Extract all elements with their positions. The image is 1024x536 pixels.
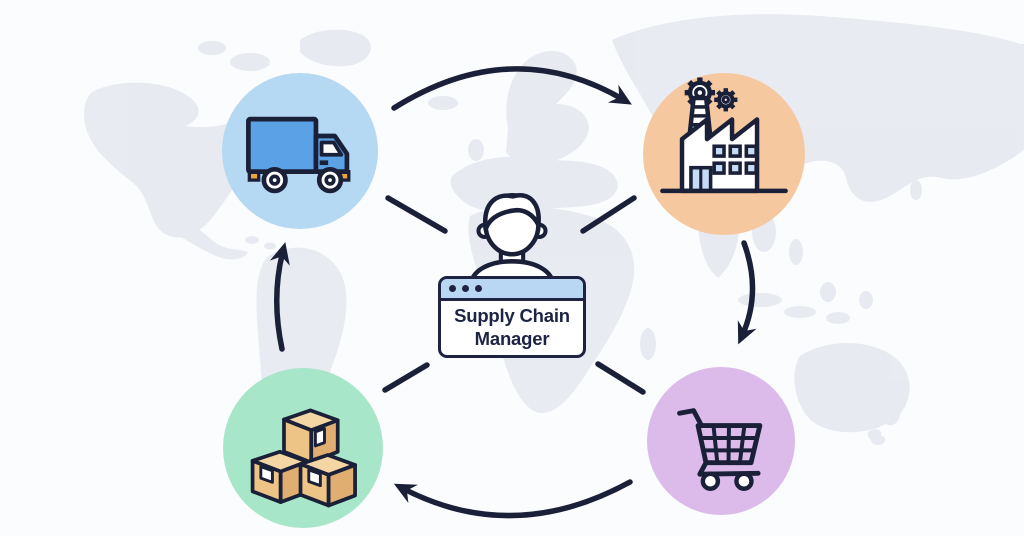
node-factory — [643, 73, 805, 235]
node-cart — [647, 367, 795, 515]
shopping-cart-icon — [677, 407, 763, 491]
window-dot-icon — [475, 285, 482, 292]
diagram-title: Supply Chain Manager — [454, 305, 570, 349]
node-truck — [222, 73, 378, 229]
card-window-bar — [441, 279, 583, 301]
window-dot-icon — [449, 285, 456, 292]
node-boxes — [223, 368, 383, 528]
boxes-icon — [250, 408, 357, 508]
card-body: Supply Chain Manager — [441, 301, 583, 355]
factory-icon — [660, 77, 788, 194]
truck-icon — [246, 116, 351, 194]
manager-card: Supply Chain Manager — [438, 276, 586, 358]
window-dot-icon — [462, 285, 469, 292]
